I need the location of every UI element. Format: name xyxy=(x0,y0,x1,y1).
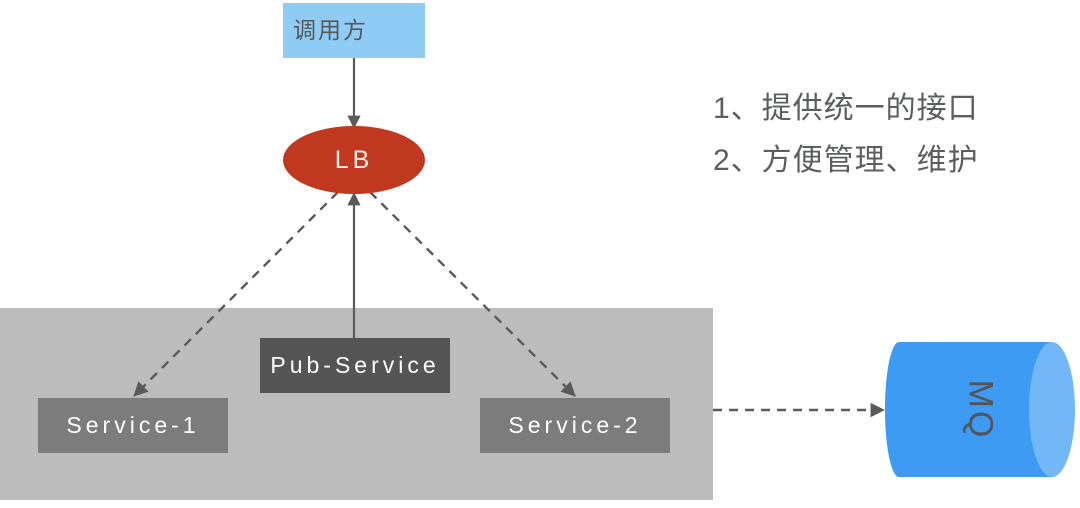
node-mq[interactable]: MQ xyxy=(885,342,1075,477)
mq-cylinder-cap xyxy=(1029,342,1075,477)
node-service-1[interactable]: Service-1 xyxy=(38,398,228,453)
note-item-1: 1、提供统一的接口 xyxy=(713,92,979,125)
node-pub-service-label: Pub-Service xyxy=(270,352,440,378)
node-pub-service[interactable]: Pub-Service xyxy=(260,338,450,393)
node-load-balancer-label: LB xyxy=(334,145,374,174)
node-caller[interactable]: 调用方 xyxy=(283,3,425,58)
mq-cylinder-body xyxy=(885,342,1053,477)
node-caller-label: 调用方 xyxy=(293,17,368,43)
node-service-2[interactable]: Service-2 xyxy=(480,398,670,453)
note-item-2: 2、方便管理、维护 xyxy=(713,144,979,177)
node-load-balancer[interactable]: LB xyxy=(283,126,425,194)
node-service-2-label: Service-2 xyxy=(508,412,642,438)
node-mq-label: MQ xyxy=(961,379,999,440)
notes-list: 1、提供统一的接口 2、方便管理、维护 xyxy=(713,83,1073,187)
node-service-1-label: Service-1 xyxy=(66,412,200,438)
node-mq-label-wrap: MQ xyxy=(885,342,1075,477)
